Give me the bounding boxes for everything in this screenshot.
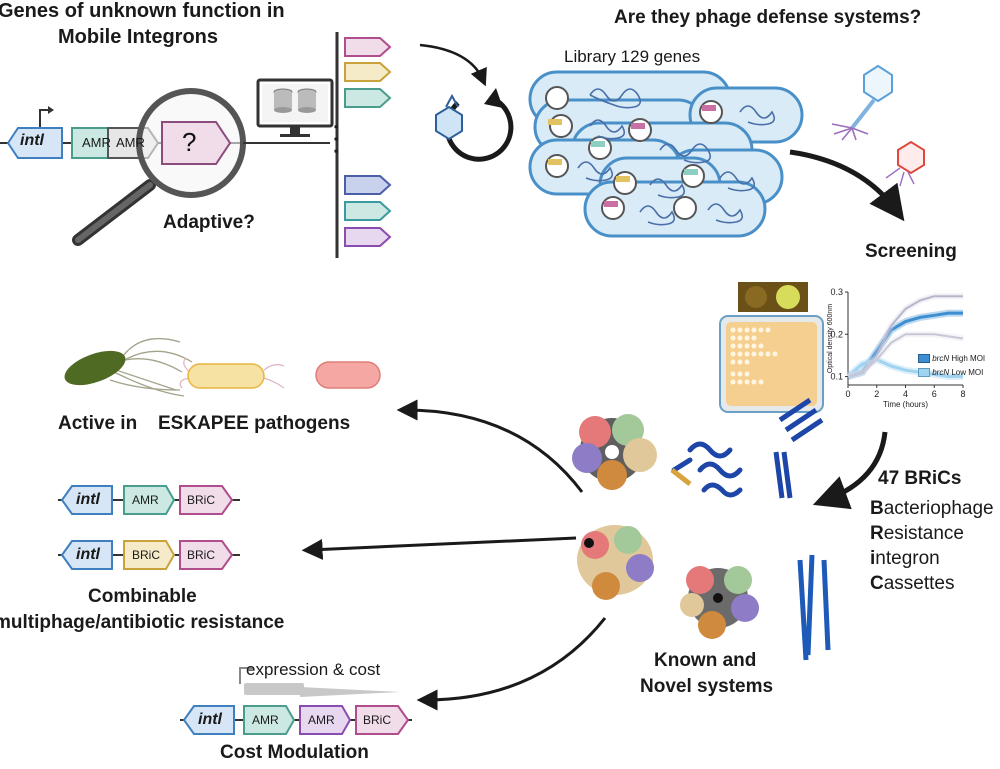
bacteria-icon (64, 338, 381, 397)
brics-line-3: integron (870, 546, 994, 571)
library-label: Library 129 genes (564, 47, 701, 66)
brics-rest-4: assettes (883, 573, 955, 594)
cycle-arrow-icon (419, 43, 514, 162)
chart-y-tick-label: 0.2 (830, 329, 843, 339)
chart-y-axis-label: Optical density 600nm (827, 304, 834, 373)
intl-label: intl (20, 132, 44, 149)
combo1-mid: AMR (132, 493, 159, 507)
plate-icon (719, 282, 824, 413)
legend-low-text: Low MOI (949, 368, 984, 377)
brics-rest-2: esistance (883, 523, 965, 544)
unknown-gene-label: ? (182, 127, 197, 157)
active-label-b: ESKAPEE pathogens (158, 413, 351, 434)
cost-amr-1: AMR (252, 713, 279, 727)
magnifier-icon (72, 88, 330, 246)
cost-title: Cost Modulation (220, 742, 369, 763)
computer-icon (256, 78, 334, 137)
adaptive-label: Adaptive? (163, 212, 255, 233)
cost-cassette (180, 667, 412, 735)
combo2-mid: BRiC (132, 548, 161, 562)
known-novel-line-1: Known and (654, 650, 757, 671)
brics-rest-1: acteriophage (883, 498, 994, 519)
legend-low-swatch (918, 368, 930, 378)
chart-x-tick-label: 0 (845, 389, 850, 399)
arrow-to-combinable (301, 536, 577, 560)
arrow-to-screening (789, 149, 905, 222)
chart-x-axis-label: Time (hours) (883, 400, 928, 409)
brics-line-4: Cassettes (870, 571, 994, 596)
combo-cassettes (58, 485, 240, 570)
combo1-end: BRiC (187, 493, 216, 507)
title-line-2: Mobile Integrons (58, 26, 218, 48)
chart-x-tick-label: 6 (932, 389, 937, 399)
cost-bric: BRiC (363, 713, 392, 727)
legend-low: brcN Low MOI (918, 368, 984, 378)
cost-intl: intl (198, 711, 222, 728)
brics-rest-3: ntegron (875, 548, 940, 569)
unknown-gene (161, 121, 232, 165)
bacteria-library (528, 70, 804, 238)
chart-x-tick-label: 8 (960, 389, 965, 399)
brics-initial-3: i (870, 548, 876, 569)
active-label-a: Active in (58, 413, 138, 434)
amr-label-1: AMR (82, 135, 111, 150)
brics-line-1: Bacteriophage (870, 496, 994, 521)
gene-list (335, 32, 392, 258)
chart-y-tick-label: 0.1 (830, 372, 843, 382)
combo2-end: BRiC (187, 548, 216, 562)
chart-series-line (847, 295, 963, 378)
phage-question: Are they phage defense systems? (614, 7, 922, 28)
arrow-to-brics (812, 431, 888, 510)
legend-high-gene: brcN (932, 354, 950, 363)
arrow-to-active (396, 399, 584, 493)
brics-initial-4: C (870, 573, 884, 594)
legend-high-text: High MOI (949, 354, 986, 363)
brics-initial-1: B (870, 498, 884, 519)
chart-y-tick-label: 0.3 (830, 287, 843, 297)
brics-acronym: Bacteriophage Resistance integron Casset… (870, 496, 994, 596)
phage-icon (831, 64, 925, 187)
combo2-intl: intl (76, 546, 100, 563)
known-novel-line-2: Novel systems (640, 676, 774, 697)
intl-gene (6, 127, 63, 159)
expression-cost-label: expression & cost (246, 660, 381, 679)
legend-high: brcN High MOI (918, 354, 986, 364)
amr-label-2: AMR (116, 135, 145, 150)
screening-label: Screening (865, 241, 957, 262)
gene-list-ellipsis: · · · (324, 124, 346, 156)
brics-line-2: Resistance (870, 521, 994, 546)
chart-x-tick-label: 4 (903, 389, 908, 399)
protein-structure-icon (572, 397, 831, 661)
chart-series-line (847, 333, 964, 378)
brics-count: 47 BRiCs (878, 468, 962, 489)
combinable-line-1: Combinable (88, 586, 197, 607)
arrow-to-cost (416, 617, 607, 711)
title-line-1: Genes of unknown function in (0, 0, 285, 22)
legend-low-gene: brcN (932, 368, 950, 377)
brics-initial-2: R (870, 523, 884, 544)
cost-amr-2: AMR (308, 713, 335, 727)
chart-series-line (847, 358, 963, 378)
combo1-intl: intl (76, 491, 100, 508)
chart-x-tick-label: 2 (874, 389, 879, 399)
combinable-line-2: multiphage/antibiotic resistance (0, 612, 285, 633)
legend-high-swatch (918, 354, 930, 364)
